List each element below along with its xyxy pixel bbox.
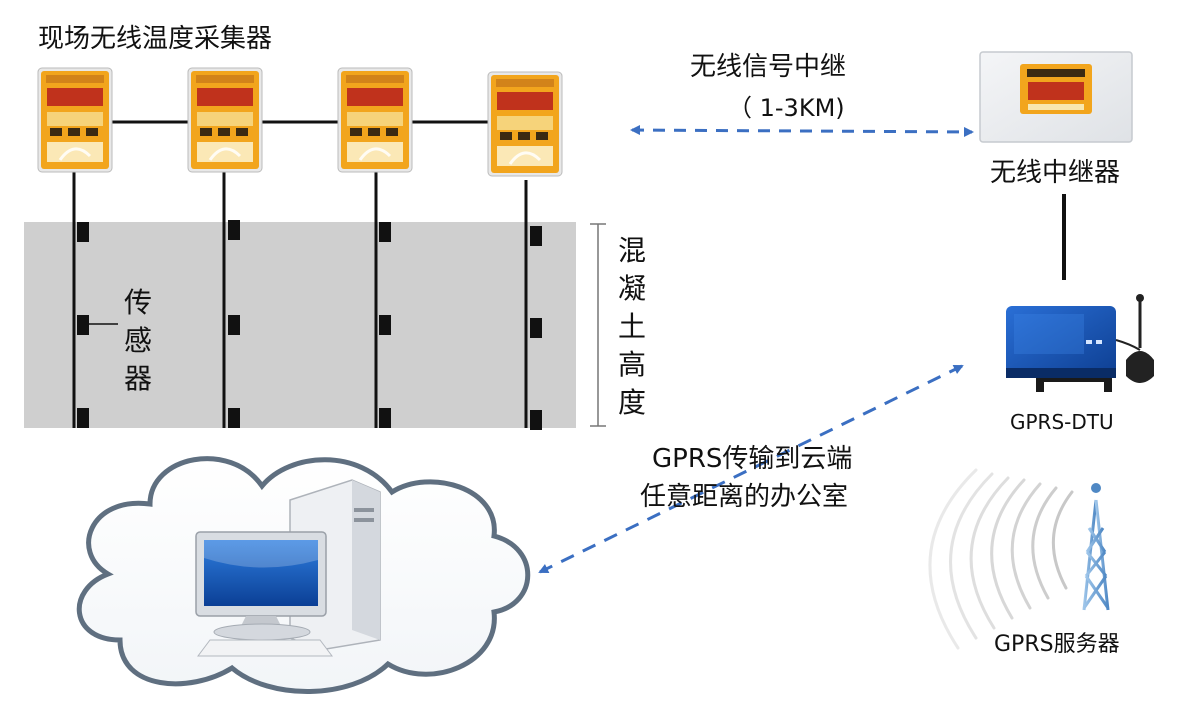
sensor-node — [379, 315, 391, 335]
concrete-block — [24, 222, 576, 428]
gprs-server-label: GPRS服务器 — [994, 632, 1120, 657]
sensor-label: 传感器 — [123, 286, 152, 395]
sensor-cables — [72, 172, 528, 428]
tower-beacon — [1091, 483, 1101, 493]
sensor-node — [228, 220, 240, 240]
concrete-height-label: 混凝土高度 — [617, 234, 646, 419]
sensor-node — [77, 315, 89, 335]
gprs-dtu-device — [1006, 294, 1154, 392]
temperature-collector — [187, 67, 263, 173]
sensor-node — [530, 318, 542, 338]
temperature-collector — [37, 67, 113, 173]
gprs-cloud-link — [538, 364, 964, 574]
collector-title: 现场无线温度采集器 — [38, 24, 273, 54]
sensor-nodes — [77, 220, 542, 430]
gprs-tower-icon — [1082, 476, 1110, 611]
signal-waves-icon — [928, 468, 1074, 650]
relay-range-label: （ 1-3KM) — [728, 94, 845, 122]
sensor-node — [379, 408, 391, 428]
dtu-label: GPRS-DTU — [1010, 410, 1114, 434]
collectors-group — [37, 67, 563, 177]
sensor-node — [530, 226, 542, 246]
wireless-repeater-device — [979, 51, 1133, 143]
office-pc — [195, 479, 381, 657]
sensor-node — [228, 408, 240, 428]
wireless-relay-link — [630, 125, 974, 137]
height-bracket — [590, 223, 606, 427]
sensor-node — [228, 315, 240, 335]
sensor-node — [77, 222, 89, 242]
sensor-node — [77, 408, 89, 428]
repeater-label: 无线中继器 — [990, 158, 1121, 188]
temperature-collector — [487, 71, 563, 177]
gprs-transfer-label: GPRS传输到云端 — [652, 444, 853, 474]
temperature-collector — [337, 67, 413, 173]
sensor-node — [530, 410, 542, 430]
sensor-node — [379, 222, 391, 242]
relay-link-label: 无线信号中继 — [690, 52, 847, 82]
office-distance-label: 任意距离的办公室 — [640, 482, 849, 512]
